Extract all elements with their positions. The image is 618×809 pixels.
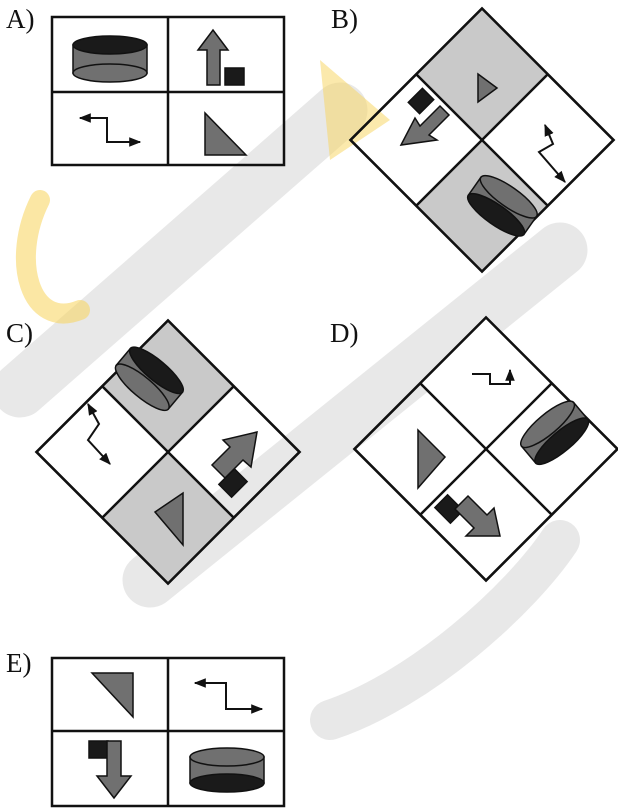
- arrow-notch-icon: [198, 30, 244, 85]
- option-a-label: A): [6, 4, 35, 34]
- option-a-figure[interactable]: [52, 17, 284, 165]
- step-arrow-icon: [539, 125, 565, 182]
- arrow-notch-icon: [89, 741, 131, 798]
- option-e-figure[interactable]: [52, 658, 284, 806]
- triangle-icon: [205, 113, 246, 155]
- option-c-label: C): [6, 318, 33, 348]
- step-arrow-icon: [80, 118, 140, 142]
- step-arrow-icon: [195, 683, 262, 709]
- triangle-icon: [418, 430, 445, 488]
- triangle-icon: [92, 673, 133, 717]
- cylinder-icon: [73, 36, 147, 82]
- option-b-label: B): [331, 4, 358, 34]
- cylinder-icon: [190, 748, 264, 792]
- option-d-label: D): [330, 318, 359, 348]
- step-arrow-icon: [88, 404, 110, 464]
- option-e-label: E): [6, 648, 31, 678]
- arrow-notch-icon: [435, 495, 500, 536]
